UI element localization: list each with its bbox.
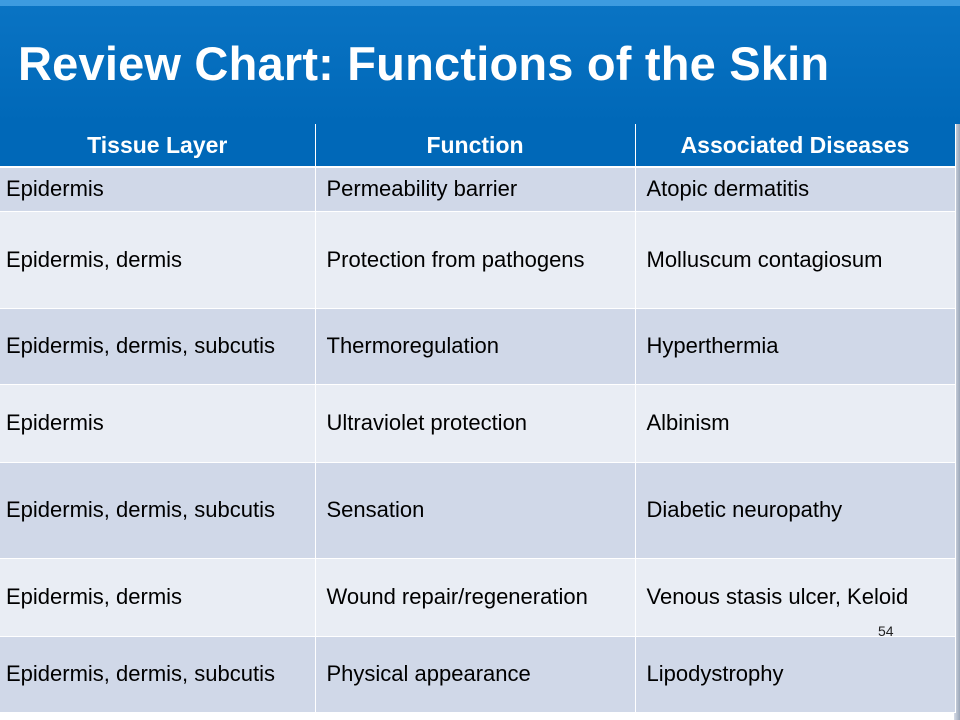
header-tissue-layer: Tissue Layer [0,124,316,168]
cell-tissue-layer: Epidermis [0,167,316,212]
cell-tissue-layer: Epidermis, dermis [0,211,316,309]
cell-function: Ultraviolet protection [315,384,636,463]
header-function: Function [315,124,636,168]
slide-edge-shadow [954,124,960,720]
cell-function: Protection from pathogens [315,211,636,309]
table-row: Epidermis, dermis, subcutis Sensation Di… [0,462,956,559]
review-table: Tissue Layer Function Associated Disease… [0,124,956,713]
title-bar: Review Chart: Functions of the Skin [0,0,960,124]
cell-disease: Venous stasis ulcer, Keloid [635,558,956,637]
cell-function: Physical appearance [315,636,636,713]
cell-tissue-layer: Epidermis [0,384,316,463]
slide-number: 54 [878,623,894,639]
title-stripe [0,0,960,6]
table-row: Epidermis, dermis Wound repair/regenerat… [0,558,956,637]
cell-disease: Albinism [635,384,956,463]
table-row: Epidermis, dermis, subcutis Physical app… [0,636,956,713]
cell-tissue-layer: Epidermis, dermis, subcutis [0,636,316,713]
cell-function: Sensation [315,462,636,559]
slide-title: Review Chart: Functions of the Skin [18,37,830,90]
table-row: Epidermis Permeability barrier Atopic de… [0,167,956,212]
cell-function: Thermoregulation [315,308,636,385]
table-row: Epidermis, dermis Protection from pathog… [0,211,956,309]
table-header-row: Tissue Layer Function Associated Disease… [0,124,956,168]
cell-disease: Atopic dermatitis [635,167,956,212]
cell-tissue-layer: Epidermis, dermis, subcutis [0,462,316,559]
cell-function: Wound repair/regeneration [315,558,636,637]
cell-disease: Diabetic neuropathy [635,462,956,559]
cell-tissue-layer: Epidermis, dermis [0,558,316,637]
cell-function: Permeability barrier [315,167,636,212]
cell-disease: Molluscum contagiosum [635,211,956,309]
table-row: Epidermis Ultraviolet protection Albinis… [0,384,956,463]
header-associated-diseases: Associated Diseases [635,124,956,168]
cell-tissue-layer: Epidermis, dermis, subcutis [0,308,316,385]
table-row: Epidermis, dermis, subcutis Thermoregula… [0,308,956,385]
cell-disease: Hyperthermia [635,308,956,385]
cell-disease: Lipodystrophy [635,636,956,713]
